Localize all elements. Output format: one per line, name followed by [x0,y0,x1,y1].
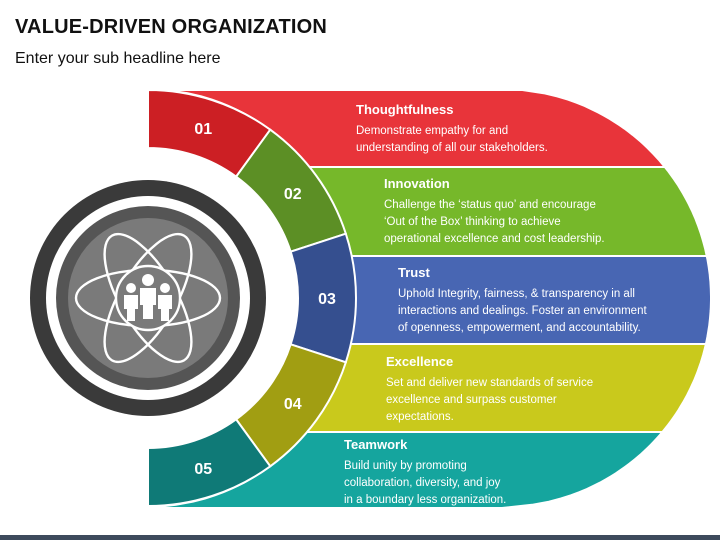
number-ring [147,88,357,508]
band-description-line: collaboration, diversity, and joy [344,477,501,489]
band-description-line: Build unity by promoting [344,460,467,472]
band-description-line: in a boundary less organization. [344,494,506,506]
band-description-line: expectations. [386,411,454,423]
band-heading-01: Thoughtfulness [356,102,454,117]
band-heading-04: Excellence [386,354,453,369]
number-label-02: 02 [284,186,302,203]
number-label-01: 01 [194,121,212,138]
band-description-line: interactions and dealings. Foster an env… [398,305,647,317]
number-label-03: 03 [318,291,336,308]
central-hub [30,180,266,416]
band-description-line: understanding of all our stakeholders. [356,142,548,154]
band-description-line: ‘Out of the Box’ thinking to achieve [384,216,561,228]
band-description-line: Demonstrate empathy for and [356,125,508,137]
bottom-bar [0,535,720,540]
band-heading-02: Innovation [384,176,450,191]
number-label-05: 05 [194,461,212,478]
band-heading-03: Trust [398,265,430,280]
ring-segment-05 [147,417,272,508]
band-description-line: Uphold Integrity, fairness, & transparen… [398,288,635,300]
number-label-04: 04 [284,396,302,413]
band-description-line: Set and deliver new standards of service [386,377,593,389]
band-description-line: of openness, empowerment, and accountabi… [398,322,641,334]
page-title: VALUE-DRIVEN ORGANIZATION [15,16,328,38]
band-description-line: operational excellence and cost leadersh… [384,233,605,245]
people-atom-icon [74,232,222,364]
people-icon [124,274,172,321]
number-labels: 01 02 03 04 05 [194,121,336,478]
band-description-line: Challenge the ‘status quo’ and encourage [384,199,596,211]
page-subtitle: Enter your sub headline here [15,50,221,67]
band-description-line: excellence and surpass customer [386,394,557,406]
band-heading-05: Teamwork [344,437,408,452]
